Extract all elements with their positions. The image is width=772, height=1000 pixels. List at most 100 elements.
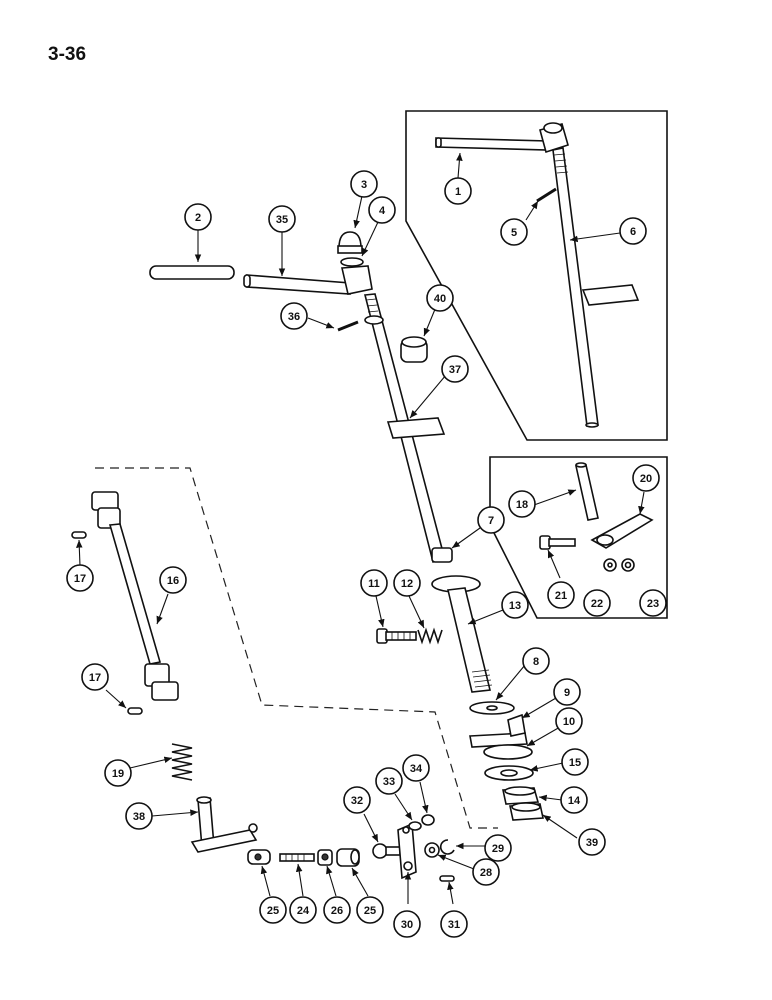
callout-17-upper: 17 [66,564,94,592]
lever-30 [397,822,417,880]
pin-18 [575,462,599,521]
svg-text:5: 5 [511,227,517,239]
callout-40: 40 [426,284,454,312]
svg-text:22: 22 [591,598,603,610]
svg-text:3: 3 [361,179,367,191]
svg-text:30: 30 [401,919,413,931]
washer-28 [424,842,440,858]
nut-39 [509,802,544,821]
callout-39: 39 [578,828,606,856]
callout-31: 31 [440,910,468,938]
svg-text:24: 24 [297,905,310,917]
callout-20: 20 [632,464,660,492]
svg-text:36: 36 [288,311,300,323]
svg-text:15: 15 [569,757,581,769]
svg-text:28: 28 [480,867,492,879]
svg-text:29: 29 [492,843,504,855]
callout-29: 29 [484,834,512,862]
callout-5: 5 [500,218,528,246]
dashed-group-outline [95,467,498,829]
washer-8 [469,701,515,715]
washer-10 [483,744,533,760]
svg-text:40: 40 [434,293,446,305]
callout-9: 9 [553,678,581,706]
callout-21: 21 [547,581,575,609]
callout-1: 1 [444,177,472,205]
svg-text:1: 1 [455,186,461,198]
pin-17-upper [71,531,87,539]
callout-4: 4 [368,196,396,224]
svg-text:37: 37 [449,364,461,376]
bolt-21 [539,535,576,550]
callout-8: 8 [522,647,550,675]
svg-text:25: 25 [364,905,376,917]
callout-28: 28 [472,858,500,886]
bracket-38 [190,796,258,853]
washer-22 [603,558,617,572]
bushing-7 [431,547,453,563]
callout-32: 32 [343,786,371,814]
ball-stud-32 [372,843,401,859]
nut-26 [317,849,333,866]
callout-19: 19 [104,759,132,787]
callout-12: 12 [393,569,421,597]
callout-13: 13 [501,591,529,619]
callout-11: 11 [360,569,388,597]
svg-text:9: 9 [564,687,570,699]
svg-text:34: 34 [410,763,423,775]
svg-text:13: 13 [509,600,521,612]
callout-25-left: 25 [259,896,287,924]
callout-24: 24 [289,896,317,924]
svg-text:14: 14 [568,795,581,807]
washer-15 [484,765,534,781]
callout-36: 36 [280,302,308,330]
plate-9 [469,713,528,748]
pin-31 [439,875,455,882]
page-number: 3-36 [48,44,87,65]
lock-washer-4 [340,257,364,267]
callout-22: 22 [583,589,611,617]
callout-25-right: 25 [356,896,384,924]
svg-text:21: 21 [555,590,567,602]
pin-5 [536,187,557,203]
svg-text:6: 6 [630,226,636,238]
callout-2: 2 [184,203,212,231]
bar-2 [149,265,235,280]
callout-3: 3 [350,170,378,198]
svg-text:23: 23 [647,598,659,610]
nut-34 [421,814,435,826]
bolt-11 [376,628,417,644]
callout-7: 7 [477,506,505,534]
inset-frame-alternate-shaft [405,110,668,441]
svg-text:8: 8 [533,656,539,668]
nut-23 [621,558,635,572]
long-rod-6 [552,147,640,428]
svg-text:16: 16 [167,575,179,587]
callout-30: 30 [393,910,421,938]
svg-text:12: 12 [401,578,413,590]
svg-text:17: 17 [74,573,86,585]
svg-text:35: 35 [276,214,288,226]
svg-text:31: 31 [448,919,460,931]
svg-text:26: 26 [331,905,343,917]
universal-joint-shaft-16 [91,491,179,701]
leader-lines [75,152,645,905]
callout-33: 33 [375,767,403,795]
main-steering-shaft [363,293,446,563]
bracket-20 [590,513,654,549]
callout-16: 16 [159,566,187,594]
nut-14 [502,786,540,805]
svg-text:17: 17 [89,672,101,684]
ball-socket-25-right [336,848,360,867]
svg-text:39: 39 [586,837,598,849]
svg-text:18: 18 [516,499,528,511]
callout-18: 18 [508,490,536,518]
callout-17-lower: 17 [81,663,109,691]
svg-text:33: 33 [383,776,395,788]
svg-text:25: 25 [267,905,279,917]
callout-35: 35 [268,205,296,233]
threaded-rod-24 [279,853,315,862]
spring-19 [171,743,193,781]
callout-15: 15 [561,748,589,776]
svg-text:19: 19 [112,768,124,780]
